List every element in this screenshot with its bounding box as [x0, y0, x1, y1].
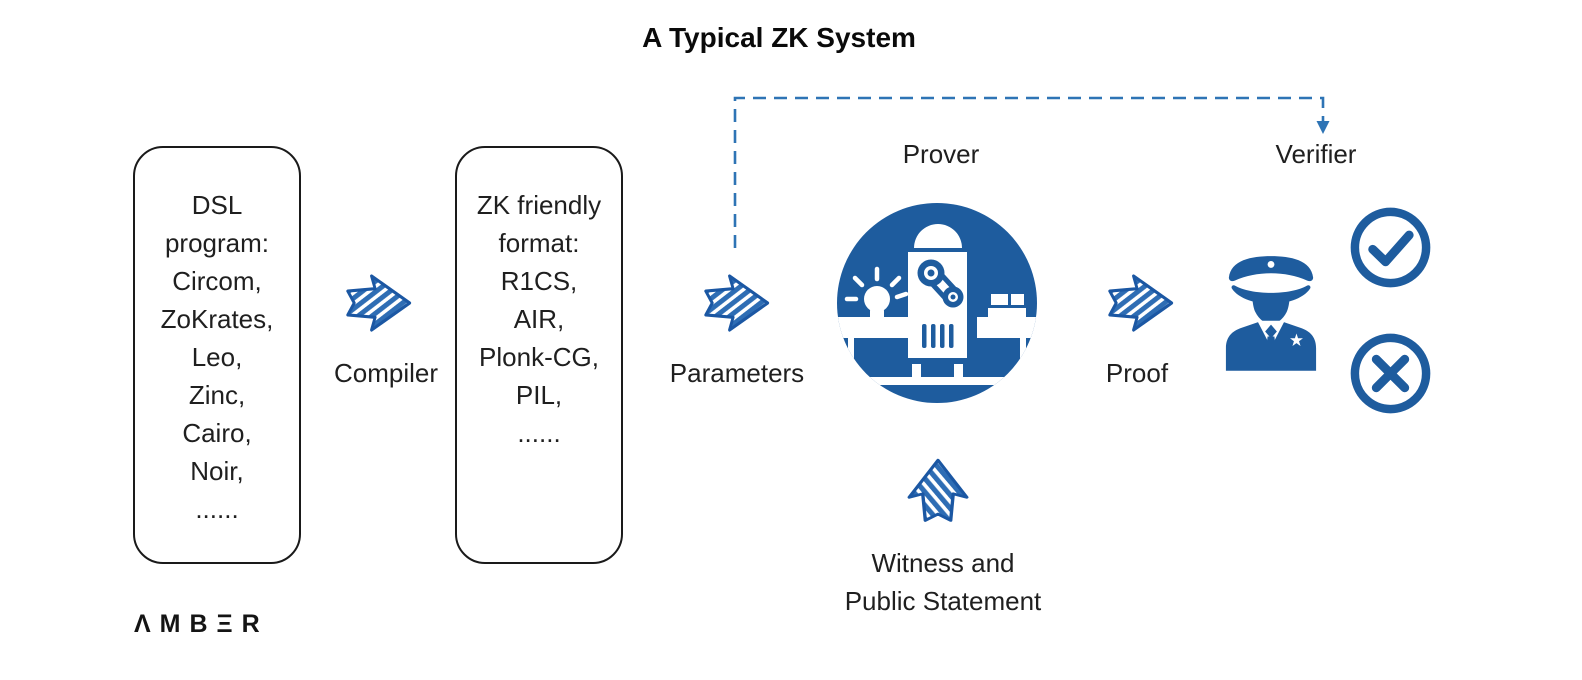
dsl-line: Noir,: [190, 456, 244, 486]
fmt-line: R1CS,: [500, 266, 578, 296]
fmt-line: ZK friendly: [476, 190, 602, 220]
fmt-line: PIL,: [515, 380, 563, 410]
parameters-arrow-icon: [704, 274, 770, 332]
prover-machine-icon: [837, 203, 1037, 403]
fmt-line: format:: [498, 228, 580, 258]
compiler-arrow-icon: [346, 274, 412, 332]
compiler-label: Compiler: [333, 358, 439, 388]
accept-check-icon: [1350, 207, 1431, 288]
connector-arrowhead-icon: [1316, 121, 1330, 134]
verifier-label: Verifier: [1275, 139, 1357, 169]
dsl-line: Zinc,: [188, 380, 246, 410]
reject-x-icon: [1350, 333, 1431, 414]
dsl-line: Circom,: [172, 266, 262, 296]
witness-label: Witness and Public Statement: [844, 548, 1042, 616]
proof-arrow-icon: [1108, 274, 1174, 332]
dsl-line: ZoKrates,: [160, 304, 274, 334]
fmt-line: AIR,: [513, 304, 565, 334]
diagram-title: A Typical ZK System: [642, 22, 916, 53]
parameters-label: Parameters: [669, 358, 805, 388]
amber-logo: ΛMBΞR: [134, 610, 269, 638]
dsl-line: Cairo,: [182, 418, 252, 448]
dsl-program-box: DSL program: Circom, ZoKrates, Leo, Zinc…: [133, 146, 301, 564]
fmt-line: ......: [517, 418, 561, 448]
verifier-officer-icon: [1225, 256, 1317, 371]
zk-format-box: ZK friendly format: R1CS, AIR, Plonk-CG,…: [455, 146, 623, 564]
prover-label: Prover: [902, 139, 980, 169]
fmt-line: Plonk-CG,: [479, 342, 599, 372]
dsl-line: Leo,: [191, 342, 243, 372]
dsl-line: DSL: [191, 190, 243, 220]
dsl-line: ......: [195, 494, 239, 524]
dsl-line: program:: [164, 228, 270, 258]
witness-arrow-icon: [907, 458, 969, 523]
proof-label: Proof: [1105, 358, 1169, 388]
